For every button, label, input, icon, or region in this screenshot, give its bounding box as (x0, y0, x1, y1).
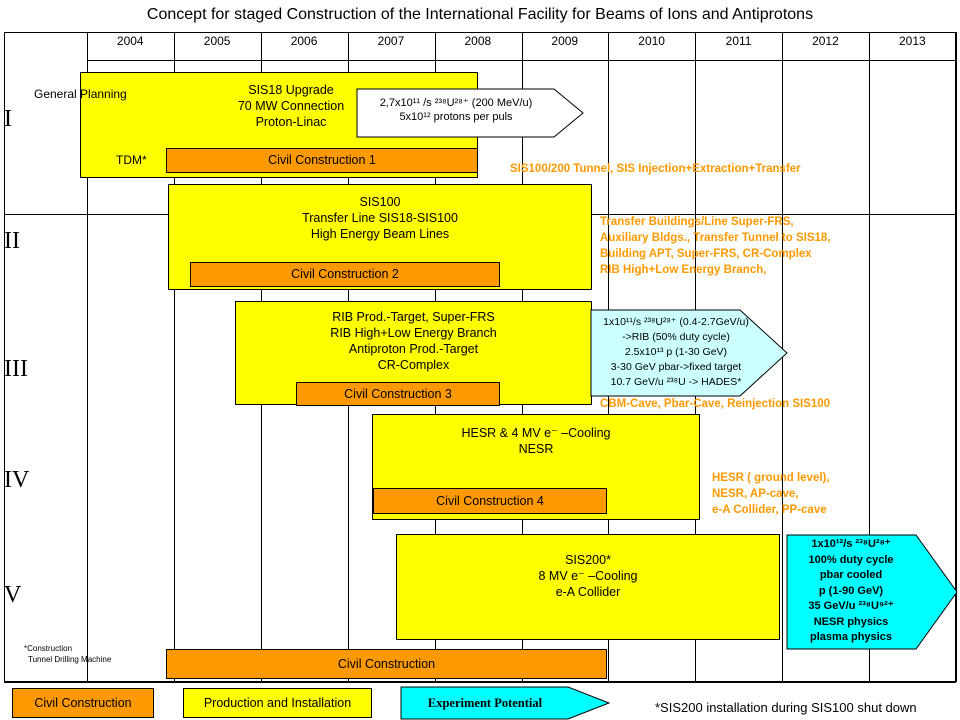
stage5-arrow-line4: p (1-90 GeV) (818, 584, 884, 597)
year-label-2006: 2006 (290, 34, 318, 48)
stage3-experiment-arrow: 1x10¹¹/s ²³⁸U²⁸⁺ (0.4-2.7GeV/u) ->RIB (5… (590, 309, 788, 397)
civil-construction-4-bar: Civil Construction 4 (373, 488, 607, 514)
grid-bottom-line (4, 682, 956, 683)
stage3-arrow-line5: 10.7 GeV/u ²³⁸U -> HADES* (610, 376, 742, 388)
stage3-arrow-line1: 1x10¹¹/s ²³⁸U²⁸⁺ (0.4-2.7GeV/u) (603, 316, 749, 328)
phase-label-5: V (4, 582, 22, 608)
stage5-line3: e-A Collider (555, 585, 621, 599)
year-column-line (956, 32, 957, 682)
stage5-line1: SIS200* (565, 553, 611, 567)
stage3-line1: RIB Prod.-Target, Super-FRS (332, 310, 495, 324)
phase-label-2: II (4, 228, 20, 254)
phase-label-1: I (4, 106, 12, 132)
stage2-civil-note: Transfer Buildings/Line Super-FRS, Auxil… (600, 214, 830, 278)
stage2-note-line2: Auxiliary Bldgs., Transfer Tunnel to SIS… (600, 232, 831, 244)
tdm-label: TDM* (116, 153, 147, 167)
stage1-line1: SIS18 Upgrade (248, 83, 334, 97)
stage5-arrow-line6: NESR physics (813, 615, 889, 628)
stage5-arrow-line2: 100% duty cycle (808, 553, 894, 566)
stage4-note-line1: HESR ( ground level), (712, 472, 830, 484)
stage4-note-line2: NESR, AP-cave, (712, 488, 799, 500)
stage2-note-line4: RIB High+Low Energy Branch, (600, 264, 767, 276)
stage4-line1: HESR & 4 MV e⁻ –Cooling (461, 426, 611, 440)
stage1-civil-note: SIS100/200 Tunnel, SIS Injection+Extract… (510, 163, 801, 175)
year-label-2010: 2010 (638, 34, 665, 48)
page-title: Concept for staged Construction of the I… (146, 6, 814, 23)
stage3-line3: Antiproton Prod.-Target (348, 342, 479, 356)
year-label-2004: 2004 (116, 34, 144, 48)
year-label-2013: 2013 (898, 34, 926, 48)
stage2-line1: SIS100 (359, 195, 401, 209)
year-label-2008: 2008 (464, 34, 492, 48)
year-column-line (87, 32, 88, 682)
year-label-2011: 2011 (725, 34, 752, 48)
stage4-civil-note: HESR ( ground level), NESR, AP-cave, e-A… (712, 470, 830, 518)
year-label-2009: 2009 (551, 34, 579, 48)
stage4-note-line3: e-A Collider, PP-cave (712, 504, 827, 516)
stage1-arrow-line2: 5x10¹² protons per puls (399, 111, 513, 123)
year-column-line (869, 32, 871, 682)
stage1-experiment-arrow: 2,7x10¹¹ /s ²³⁸U²⁸⁺ (200 MeV/u) 5x10¹² p… (356, 88, 584, 138)
stage3-arrow-line3: 2.5x10¹³ p (1-30 GeV) (624, 346, 728, 358)
stage3-arrow-line2: ->RIB (50% duty cycle) (622, 331, 730, 343)
civil-construction-2-bar: Civil Construction 2 (190, 262, 500, 287)
footnote-line2: Tunnel Drilling Machine (28, 655, 112, 664)
stage1-line3: Proton-Linac (255, 115, 327, 129)
stage5-arrow-line1: 1x10¹²/s ²³⁸U²⁸⁺ (811, 538, 891, 550)
legend-arrow-shape (400, 686, 610, 720)
stage5-arrow-shape (786, 534, 958, 650)
stage3-arrow-shape (590, 309, 788, 397)
stage2-note-line3: Building APT, Super-FRS, CR-Complex (600, 248, 812, 260)
year-column-line (173, 32, 175, 682)
stage1-arrow-shape (356, 88, 584, 138)
sis200-note: *SIS200 installation during SIS100 shut … (655, 700, 917, 715)
civil-construction-3-bar: Civil Construction 3 (296, 382, 500, 406)
stage5-arrow-line7: plasma physics (810, 631, 892, 643)
legend-experiment-label: Experiment Potential (427, 696, 543, 710)
phase-label-3: III (4, 356, 28, 382)
stage2-line3: High Energy Beam Lines (310, 227, 450, 241)
legend-experiment-potential: Experiment Potential (400, 686, 610, 720)
phase-label-4: IV (4, 467, 30, 493)
stage2-line2: Transfer Line SIS18-SIS100 (302, 211, 458, 225)
stage2-note-line1: Transfer Buildings/Line Super-FRS, (600, 216, 794, 228)
stage3-line2: RIB High+Low Energy Branch (330, 326, 497, 340)
general-planning-label: General Planning (34, 87, 127, 101)
year-label-2007: 2007 (377, 34, 405, 48)
footnote: *Construction Tunnel Drilling Machine (24, 643, 111, 665)
stage3-civil-note: CBM-Cave, Pbar-Cave, Reinjection SIS100 (600, 398, 831, 410)
year-label-2012: 2012 (812, 34, 839, 48)
stage5-arrow-line3: pbar cooled (819, 569, 883, 581)
stage3-arrow-line4: 3-30 GeV pbar->fixed target (610, 361, 742, 373)
stage5-arrow-line5: 35 GeV/u ²³⁸U⁹²⁺ (808, 600, 894, 612)
stage5-line2: 8 MV e⁻ –Cooling (538, 569, 638, 583)
year-label-2005: 2005 (203, 34, 231, 48)
stage5-production-box: SIS200* 8 MV e⁻ –Cooling e-A Collider (396, 534, 780, 640)
civil-construction-1-bar: Civil Construction 1 (166, 148, 478, 173)
stage1-line2: 70 MW Connection (237, 99, 345, 113)
stage3-line4: CR-Complex (377, 358, 450, 372)
footnote-line1: *Construction (24, 644, 73, 653)
stage4-line2: NESR (518, 442, 554, 456)
stage5-experiment-arrow: 1x10¹²/s ²³⁸U²⁸⁺ 100% duty cycle pbar co… (786, 534, 958, 650)
civil-construction-5-bar: Civil Construction (166, 649, 607, 679)
stage4-production-box: HESR & 4 MV e⁻ –Cooling NESR (372, 414, 700, 520)
legend-civil-construction: Civil Construction (12, 688, 154, 718)
stage1-arrow-line1: 2,7x10¹¹ /s ²³⁸U²⁸⁺ (200 MeV/u) (379, 97, 533, 109)
legend-production-installation: Production and Installation (183, 688, 372, 718)
timeline-grid (4, 32, 956, 682)
